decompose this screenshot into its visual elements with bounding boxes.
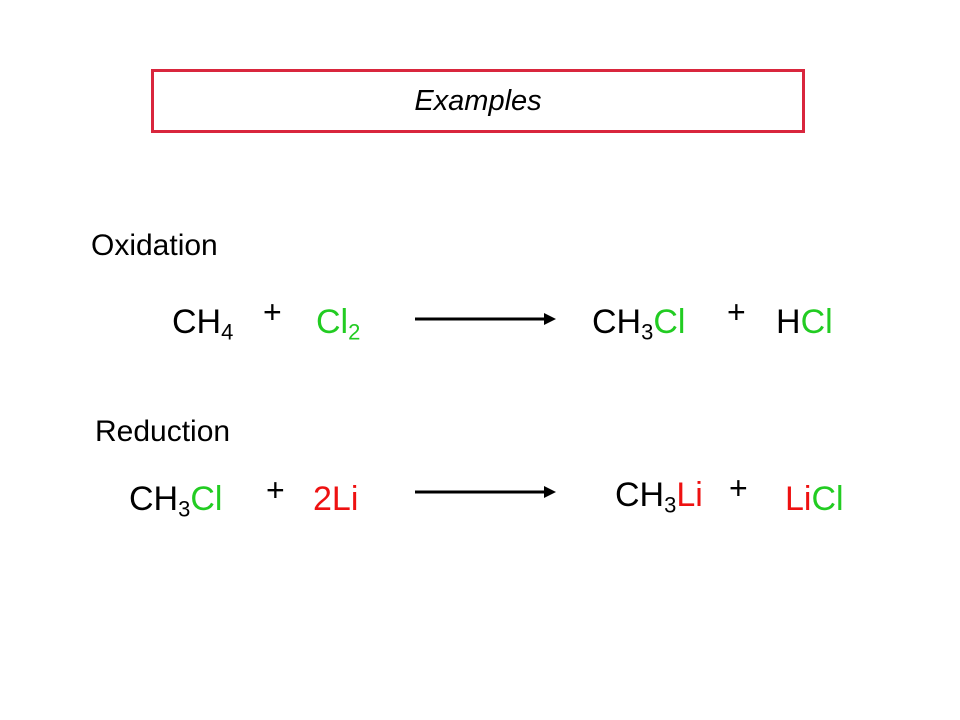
page-title: Examples xyxy=(414,84,542,117)
oxidation-plus-left: + xyxy=(263,294,282,330)
oxidation-product-chloromethane-sub: 3 xyxy=(641,319,654,345)
oxidation-product-chloromethane-suffix: Cl xyxy=(653,303,686,341)
oxidation-heading: Oxidation xyxy=(91,229,218,262)
reduction-reactant-chloromethane-sub: 3 xyxy=(178,496,191,522)
oxidation-product-chloromethane: CH3Cl xyxy=(592,303,686,343)
reduction-reactant-chloromethane-prefix: CH xyxy=(129,480,179,518)
oxidation-plus-right: + xyxy=(727,294,746,330)
oxidation-reactant-methane-main: CH xyxy=(172,303,222,341)
title-box: Examples xyxy=(151,69,805,133)
oxidation-reactant-methane: CH4 xyxy=(172,303,233,343)
reduction-product-licl: LiCl xyxy=(785,482,844,516)
reduction-arrow-head xyxy=(544,486,556,498)
oxidation-reactant-chlorine-main: Cl xyxy=(316,303,349,341)
reduction-heading: Reduction xyxy=(95,415,231,448)
oxidation-product-hcl-prefix: H xyxy=(776,303,801,341)
reduction-reactant-chloromethane: CH3Cl xyxy=(129,480,223,520)
oxidation-product-hcl-suffix: Cl xyxy=(800,303,833,341)
reduction-product-methyllithium: CH3Li xyxy=(615,476,703,516)
reduction-reactant-lithium: 2Li xyxy=(313,480,359,518)
reduction-product-licl-suffix: Cl xyxy=(811,480,844,518)
reduction-product-methyllithium-prefix: CH xyxy=(615,476,665,514)
oxidation-arrow-head xyxy=(544,313,556,325)
reduction-plus-right: + xyxy=(729,470,748,506)
oxidation-reaction-arrow xyxy=(415,313,556,325)
oxidation-product-chloromethane-prefix: CH xyxy=(592,303,642,341)
reduction-product-methyllithium-sub: 3 xyxy=(664,492,677,518)
oxidation-reactant-chlorine-sub: 2 xyxy=(348,319,361,345)
reduction-reactant-chloromethane-suffix: Cl xyxy=(190,480,223,518)
oxidation-reactant-methane-sub: 4 xyxy=(221,319,234,345)
reduction-plus-left: + xyxy=(266,472,285,508)
oxidation-reactant-chlorine: Cl2 xyxy=(316,303,360,343)
reduction-product-methyllithium-suffix: Li xyxy=(676,476,703,514)
reduction-product-licl-prefix: Li xyxy=(785,480,812,518)
oxidation-product-hcl: HCl xyxy=(776,305,833,339)
reduction-reaction-arrow xyxy=(415,486,556,498)
